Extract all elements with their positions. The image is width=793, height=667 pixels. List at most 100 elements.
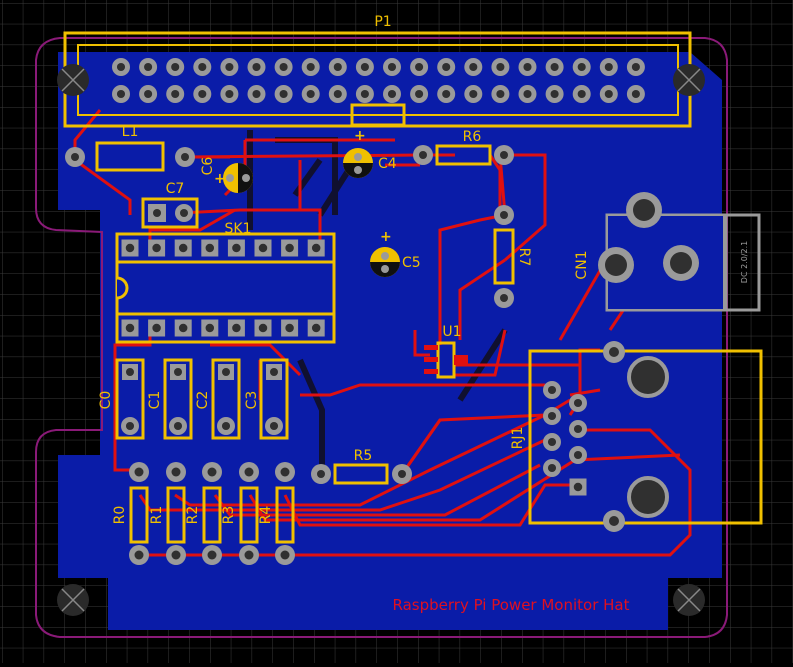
- vertical-capacitor[interactable]: [259, 358, 289, 440]
- pad-hole: [174, 368, 182, 376]
- r4-label: R4: [258, 506, 274, 525]
- capacitor-outline: [163, 358, 193, 440]
- pad-hole: [547, 437, 557, 447]
- cn1-label: CN1: [574, 250, 590, 279]
- pad-hole: [270, 368, 278, 376]
- pad-hole: [173, 421, 183, 431]
- p1-label: P1: [374, 14, 391, 30]
- c7-capacitor[interactable]: [141, 197, 199, 229]
- pad-hole: [573, 398, 583, 408]
- r6-resistor[interactable]: [413, 144, 514, 166]
- pad-hole: [178, 323, 188, 333]
- pad-hole: [279, 89, 288, 99]
- c4-capacitor[interactable]: [343, 148, 373, 178]
- pad-hole: [134, 467, 144, 477]
- c2-label: C2: [195, 391, 211, 410]
- r7-resistor[interactable]: [493, 205, 515, 308]
- pad-hole: [523, 62, 532, 72]
- pad-hole: [496, 62, 505, 72]
- r7-label: R7: [516, 248, 532, 267]
- capacitor-outline: [115, 358, 145, 440]
- c6-capacitor[interactable]: [223, 163, 253, 193]
- c3-label: C3: [244, 391, 260, 410]
- pad-hole: [577, 62, 586, 72]
- vertical-capacitor[interactable]: [163, 358, 193, 440]
- pad-hole: [125, 323, 135, 333]
- pad-hole: [116, 89, 126, 99]
- pad-hole: [631, 62, 640, 72]
- vertical-resistor[interactable]: [129, 462, 149, 565]
- r2-label: R2: [185, 506, 201, 525]
- pad-hole: [547, 385, 557, 395]
- pad-hole: [577, 89, 586, 99]
- c7-label: C7: [166, 181, 185, 197]
- pad-hole: [244, 550, 254, 560]
- mounting-hole-icon: [57, 64, 89, 96]
- cn1-dc-jack[interactable]: [598, 192, 761, 312]
- pad-hole: [496, 89, 505, 99]
- pad-hole: [442, 89, 451, 99]
- pad-hole: [221, 421, 231, 431]
- pad-hole: [171, 550, 181, 560]
- rj1-connector[interactable]: [528, 341, 763, 532]
- r6-label: R6: [463, 129, 482, 145]
- pad-hole: [306, 62, 315, 72]
- mounting-holes: [57, 64, 705, 616]
- c4-label: C4: [378, 156, 397, 172]
- u1-label: U1: [442, 324, 461, 340]
- pad-hole: [604, 62, 613, 72]
- pad-hole: [285, 323, 294, 333]
- c0-label: C0: [98, 391, 114, 410]
- capacitor-outline: [259, 358, 289, 440]
- u1-regulator[interactable]: [424, 341, 468, 379]
- pad-hole: [225, 89, 234, 99]
- pad-hole: [333, 89, 342, 99]
- pad-hole: [244, 467, 254, 477]
- pad-hole: [269, 421, 279, 431]
- p1-key: [350, 103, 406, 127]
- vertical-resistor[interactable]: [202, 462, 222, 565]
- r5-resistor[interactable]: [311, 463, 412, 485]
- pad-hole: [550, 89, 559, 99]
- pad-hole: [550, 62, 559, 72]
- pad-hole: [279, 62, 288, 72]
- pad-hole: [126, 368, 134, 376]
- pad-hole: [207, 467, 217, 477]
- r0-r4-resistors: [129, 462, 295, 565]
- pad-hole: [178, 243, 188, 253]
- p1-header[interactable]: [63, 31, 692, 128]
- rj1-pins: [543, 381, 587, 496]
- pad-hole: [285, 243, 294, 253]
- pad-hole: [225, 62, 234, 72]
- sk1-pins: [121, 239, 325, 337]
- pad-hole: [547, 411, 557, 421]
- vertical-resistor[interactable]: [166, 462, 186, 565]
- pad-hole: [232, 323, 241, 333]
- l1-label: L1: [122, 124, 139, 140]
- vertical-resistor[interactable]: [239, 462, 259, 565]
- c5-capacitor[interactable]: [370, 247, 400, 277]
- r1-label: R1: [149, 506, 165, 525]
- l1-inductor[interactable]: [65, 141, 195, 172]
- sk1-socket[interactable]: [115, 232, 336, 344]
- pad-hole: [207, 550, 217, 560]
- pad-hole: [547, 463, 557, 473]
- pad-hole: [306, 89, 315, 99]
- pad-hole: [125, 421, 135, 431]
- mounting-hole-icon: [673, 584, 705, 616]
- r3-label: R3: [221, 506, 237, 525]
- pad-hole: [171, 62, 180, 72]
- pad-hole: [311, 243, 321, 253]
- vertical-resistor[interactable]: [275, 462, 295, 565]
- vertical-capacitor[interactable]: [115, 358, 145, 440]
- c6-label: C6: [200, 157, 216, 176]
- r0-label: R0: [112, 506, 128, 525]
- capacitor-outline: [211, 358, 241, 440]
- pad-hole: [360, 62, 369, 72]
- pad-hole: [258, 243, 268, 253]
- pad-hole: [604, 89, 613, 99]
- pad-hole: [152, 243, 161, 253]
- r5-label: R5: [354, 448, 373, 464]
- vertical-capacitor[interactable]: [211, 358, 241, 440]
